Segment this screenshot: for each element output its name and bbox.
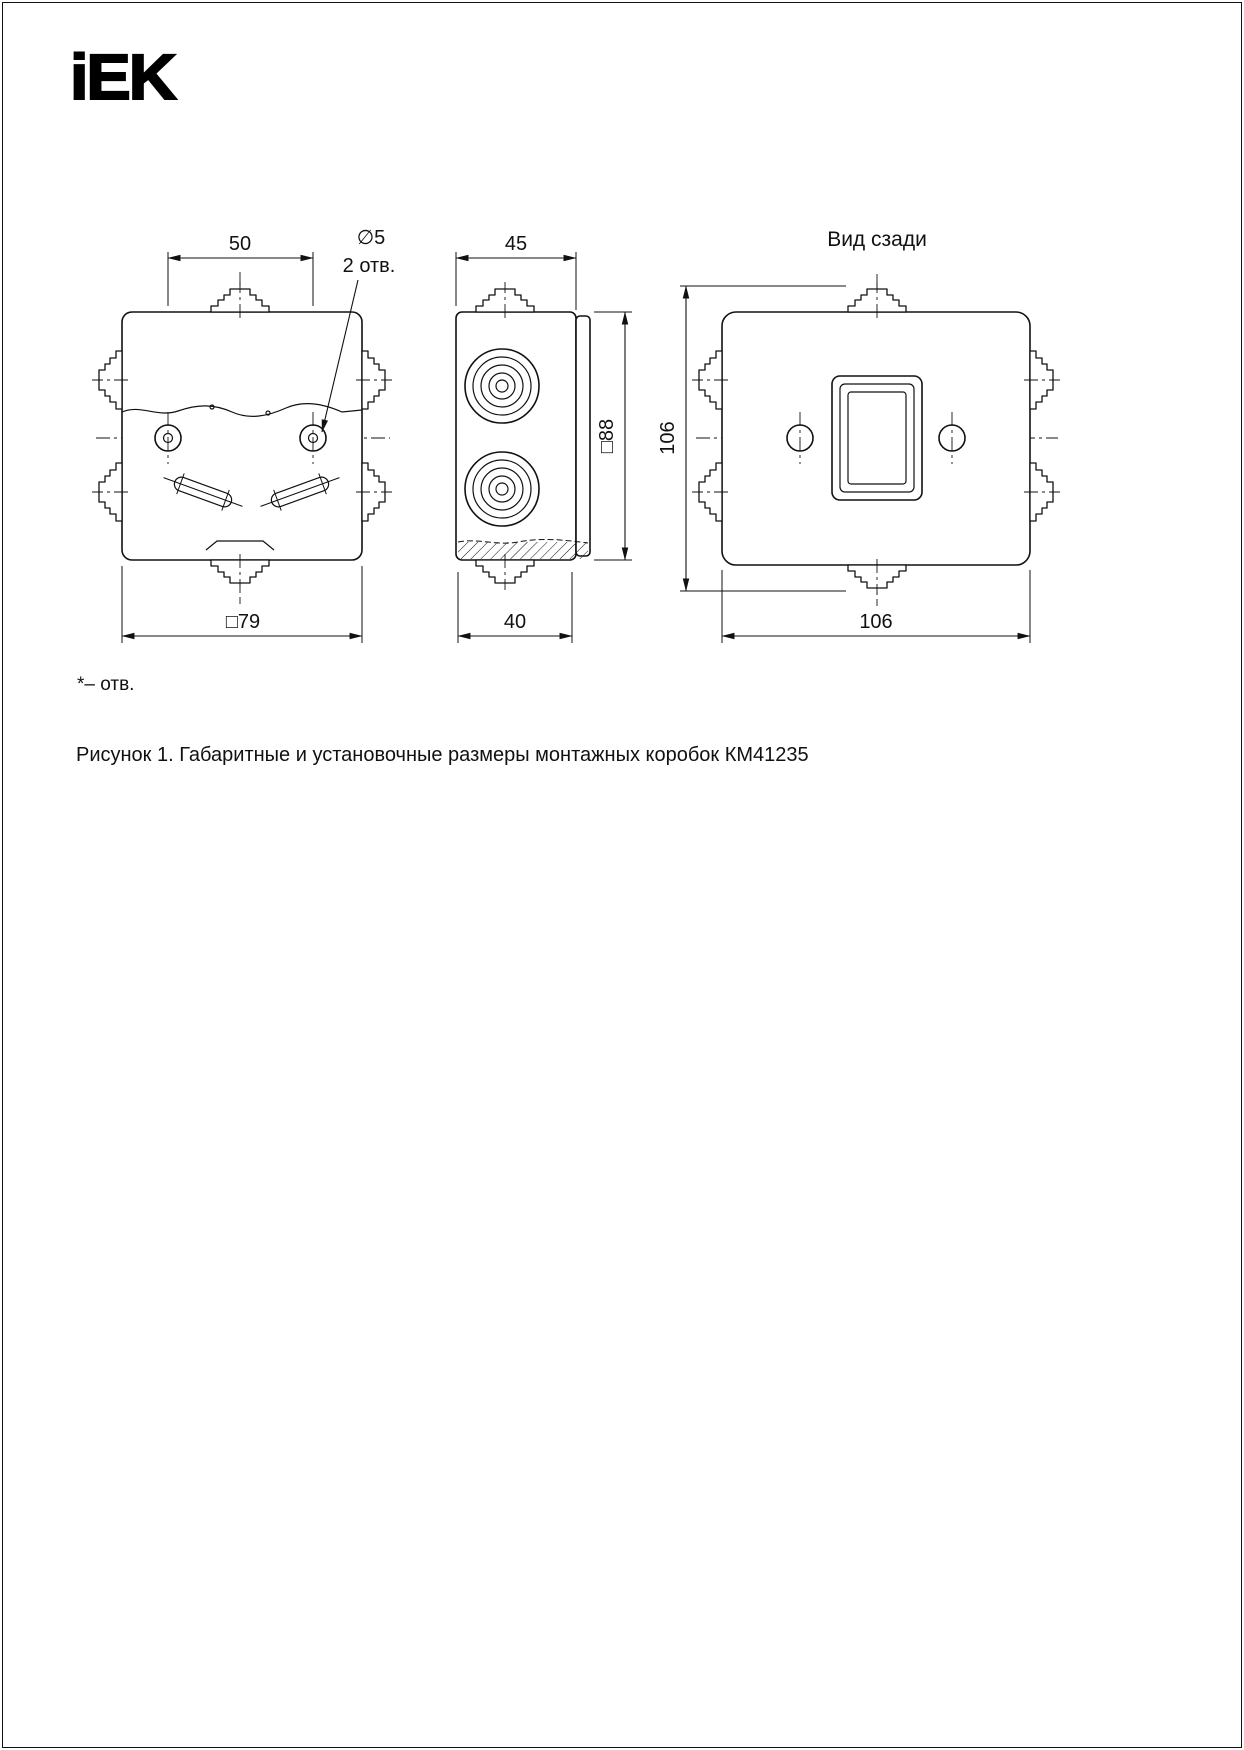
dim-hole-count: 2 отв. — [343, 255, 396, 277]
dim-rear-left: 106 — [657, 421, 679, 454]
central-recess — [831, 375, 923, 501]
mounting-hole-left — [786, 412, 814, 464]
dim-front-bottom: □79 — [226, 611, 260, 633]
figure-caption: Рисунок 1. Габаритные и установочные раз… — [76, 744, 809, 766]
screw-hole-right — [299, 412, 327, 464]
screw-hole-left — [154, 412, 182, 464]
iek-logo: iEK — [69, 40, 178, 114]
dim-rear-bottom: 106 — [859, 611, 892, 633]
slot-right — [260, 473, 340, 511]
footnote: *– отв. — [77, 674, 135, 695]
dim-side-right: □88 — [596, 419, 618, 453]
dim-front-top: 50 — [229, 233, 251, 255]
side-view: 45 □88 40 — [455, 233, 632, 643]
dim-side-top: 45 — [505, 233, 527, 255]
rear-view-title: Вид сзади — [827, 228, 927, 251]
cable-entry-bottom — [464, 451, 540, 527]
cable-entry-top — [464, 348, 540, 424]
rear-view: Вид сзади — [657, 228, 1061, 643]
dim-hole-diameter: ∅5 — [357, 227, 386, 249]
slot-left — [163, 473, 243, 511]
mounting-hole-right — [938, 412, 966, 464]
front-view: 50 ∅5 2 отв. □79 — [91, 227, 396, 643]
dim-side-bottom: 40 — [504, 611, 526, 633]
technical-drawing: 50 ∅5 2 отв. □79 — [91, 227, 1061, 643]
